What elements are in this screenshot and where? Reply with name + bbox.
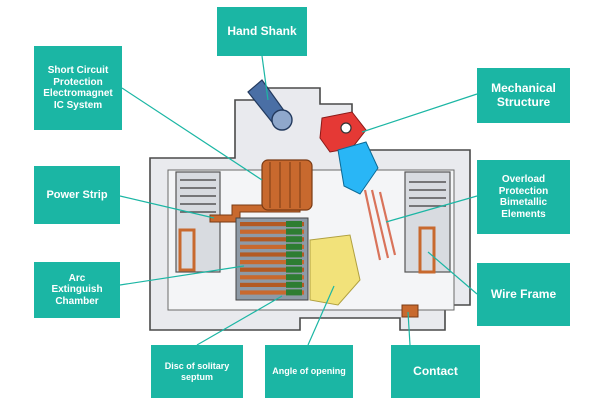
disc-line-2: septum xyxy=(180,371,213,382)
label-disc-septum: Disc of solitary septum xyxy=(151,345,243,398)
right-terminal xyxy=(404,171,451,273)
contact-block xyxy=(401,304,419,318)
arc-plate-green xyxy=(286,259,302,265)
mechanical-line-1: Mechanical xyxy=(491,80,556,95)
arc-plate-green xyxy=(286,251,302,258)
arc-plate xyxy=(240,222,304,227)
arc-line-2: Extinguish xyxy=(51,284,103,296)
hand-shank-text: Hand Shank xyxy=(227,23,297,38)
short-circuit-line-3: Electromagnet xyxy=(43,88,113,99)
angle-text: Angle of opening xyxy=(272,366,346,377)
copper-wire-right xyxy=(418,226,436,274)
arc-plate-green xyxy=(286,236,302,243)
label-arc-chamber: Arc Extinguish Chamber xyxy=(34,262,120,318)
leader-disc xyxy=(196,295,283,346)
label-wire-frame: Wire Frame xyxy=(477,263,570,326)
leader-overload xyxy=(385,195,478,223)
opening-zone xyxy=(309,234,361,306)
leader-contact xyxy=(407,311,411,346)
arc-plate xyxy=(240,290,304,295)
contact-text: Contact xyxy=(413,363,458,378)
label-mechanical-structure: Mechanical Structure xyxy=(477,68,570,123)
short-circuit-line-1: Short Circuit xyxy=(47,65,109,76)
arc-plate xyxy=(240,229,304,234)
arc-line-1: Arc xyxy=(68,272,86,284)
arc-plate-green xyxy=(286,221,302,227)
arc-plate-green xyxy=(286,228,302,235)
leader-short-circuit xyxy=(121,87,263,181)
overload-line-4: Elements xyxy=(501,208,546,220)
arc-plate-green xyxy=(286,243,302,250)
copper-wire-left xyxy=(178,228,196,272)
leader-hand-shank xyxy=(261,55,269,101)
arc-plate xyxy=(240,244,304,249)
short-circuit-line-2: Protection xyxy=(53,76,103,88)
arc-plate xyxy=(240,267,304,272)
arc-plate-green xyxy=(286,274,302,281)
arc-plate xyxy=(240,275,304,280)
label-power-strip: Power Strip xyxy=(34,166,120,224)
arc-line-3: Chamber xyxy=(55,295,99,307)
arc-plate-green xyxy=(286,289,302,296)
short-circuit-line-4: IC System xyxy=(53,99,103,111)
leader-wire-frame xyxy=(427,251,478,295)
leader-mechanical xyxy=(361,93,478,133)
leader-arc xyxy=(119,265,245,286)
leader-power-strip xyxy=(119,195,215,219)
power-strip-text: Power Strip xyxy=(46,188,108,201)
label-contact: Contact xyxy=(391,345,480,398)
arc-plate-green xyxy=(286,281,302,288)
overload-line-2: Protection xyxy=(498,185,549,197)
wire-frame-text: Wire Frame xyxy=(490,286,557,301)
mechanical-line-2: Structure xyxy=(496,94,551,109)
leader-angle xyxy=(307,285,335,346)
label-overload-protection: Overload Protection Bimetallic Elements xyxy=(477,160,570,234)
label-short-circuit: Short Circuit Protection Electromagnet I… xyxy=(34,46,122,130)
arc-plate xyxy=(240,282,304,287)
overload-line-1: Overload xyxy=(501,174,546,185)
arc-plate-green xyxy=(286,266,302,273)
disc-line-1: Disc of solitary xyxy=(164,361,230,372)
hand-shank-pivot xyxy=(271,109,293,131)
arc-plate xyxy=(240,252,304,257)
mechanism-cyan-part xyxy=(337,141,379,195)
mechanism-pivot xyxy=(340,122,352,134)
bimetal-strips xyxy=(363,189,397,261)
label-angle-of-opening: Angle of opening xyxy=(265,345,353,398)
arc-plate xyxy=(240,237,304,242)
label-hand-shank: Hand Shank xyxy=(217,7,307,56)
overload-line-3: Bimetallic xyxy=(499,197,548,208)
arc-plate xyxy=(240,260,304,265)
